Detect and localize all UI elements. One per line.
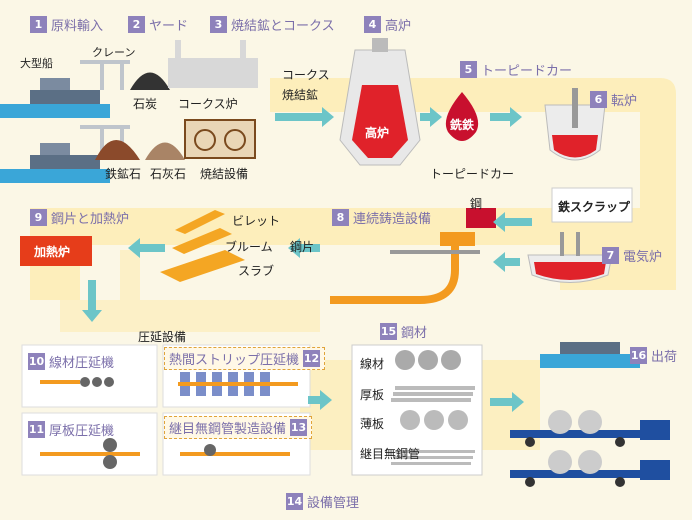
continuous-caster-icon: [330, 208, 496, 304]
pipe-mill-icon: [180, 444, 290, 456]
product-pipe-label: 継目無鋼管: [360, 447, 421, 461]
coke-oven-icon: [168, 40, 258, 88]
plate-mill-icon: [40, 438, 140, 469]
coke-oven-label: コークス炉: [178, 97, 238, 111]
ship-icon: [0, 143, 110, 183]
hot-strip-mill-icon: [178, 372, 298, 396]
bloom-icon: [172, 228, 232, 254]
torpedo-car-label: トーピードカー: [430, 167, 515, 181]
thin-coil-icon: [400, 410, 468, 430]
products-panel: [351, 344, 483, 476]
wire-coil-icon: [395, 350, 461, 370]
coke-label: コークス: [282, 68, 330, 82]
sinter-plant-icon: [184, 119, 256, 159]
sinter-label: 焼結鉱: [282, 88, 319, 102]
truck-icon: [510, 410, 670, 447]
iron-ore-label: 鉄鉱石: [105, 167, 142, 181]
flow-band: [60, 250, 320, 332]
sinter-plant-label: 焼結設備: [200, 167, 249, 181]
coal-label: 石炭: [133, 97, 158, 111]
slab-label: スラブ: [238, 264, 275, 278]
ship-icon: [0, 78, 110, 118]
bloom-label: ブルーム: [225, 240, 273, 254]
crane-icon: [80, 60, 130, 155]
pipe-bundle-icon: [391, 450, 475, 465]
ship-label: 大型船: [20, 57, 53, 70]
limestone-label: 石灰石: [150, 167, 187, 181]
steel-label: 鋼: [470, 197, 483, 211]
blast-furnace-text: 高炉: [365, 126, 390, 140]
billet-label: ビレット: [232, 214, 281, 228]
rolling-title: 圧延設備: [138, 330, 187, 344]
pig-iron-text: 銑鉄: [450, 118, 475, 132]
scrap-box: [551, 187, 633, 223]
reheating-furnace-icon: [20, 236, 92, 266]
shipping-ship-icon: [540, 342, 640, 368]
billet-icon: [175, 210, 225, 234]
plate-stack-icon: [391, 386, 475, 402]
wire-mill-icon: [40, 377, 114, 387]
limestone-pile-icon: [145, 142, 185, 160]
product-wire-label: 線材: [360, 357, 385, 371]
pig-iron-drop-icon: [445, 92, 479, 141]
kohen-label: 鋼片: [290, 240, 315, 254]
product-thin-label: 薄板: [360, 417, 385, 431]
truck-icon: [510, 450, 670, 487]
coal-pile-icon: [130, 72, 170, 90]
iron-ore-pile-icon: [95, 140, 140, 160]
slab-icon: [160, 250, 245, 282]
product-thick-label: 厚板: [360, 388, 385, 402]
flow-band: [270, 78, 676, 290]
crane-label: クレーン: [92, 46, 136, 59]
reheating-furnace-text: 加熱炉: [34, 245, 71, 259]
scrap-label: 鉄スクラップ: [558, 200, 631, 214]
converter-icon: [544, 88, 606, 161]
electric-furnace-icon: [527, 232, 613, 283]
flow-arrow: [82, 107, 532, 412]
blast-furnace-icon: [339, 38, 421, 166]
